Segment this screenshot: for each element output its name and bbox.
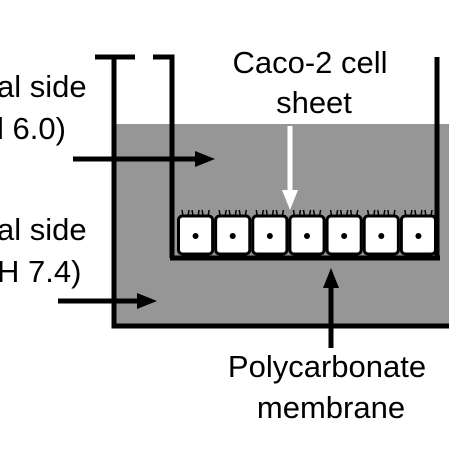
microvillus xyxy=(191,209,194,217)
microvillus xyxy=(345,209,349,217)
microvillus xyxy=(292,209,296,217)
microvillus xyxy=(393,209,396,217)
membrane-label-line1: Polycarbonate xyxy=(228,349,426,384)
cell xyxy=(214,209,252,256)
nucleus xyxy=(304,233,310,239)
microvillus xyxy=(420,209,423,217)
microvillus xyxy=(355,209,359,217)
nucleus xyxy=(341,233,348,239)
nucleus xyxy=(266,233,273,239)
microvillus xyxy=(366,209,370,217)
apical-arrow xyxy=(73,151,215,167)
microvillus xyxy=(224,209,227,217)
nucleus xyxy=(229,233,236,239)
microvillus xyxy=(197,209,200,217)
caco2-cell-sheet xyxy=(177,209,438,256)
microvillus xyxy=(373,209,376,217)
cell-sheet-arrow xyxy=(282,126,298,210)
microvillus xyxy=(298,209,302,217)
basolateral-arrow xyxy=(58,293,157,309)
nucleus xyxy=(192,233,199,239)
nucleus xyxy=(378,233,385,239)
cell xyxy=(362,209,400,256)
microvillus xyxy=(404,209,407,217)
basolateral-ph-label: H 7.4) xyxy=(0,254,81,289)
microvillus xyxy=(271,209,275,217)
microvillus xyxy=(238,209,241,217)
outer-well-wall xyxy=(95,54,449,329)
apical-side-label: al side xyxy=(0,69,87,104)
microvillus xyxy=(255,209,259,217)
microvillus xyxy=(228,209,231,217)
microvillus xyxy=(318,209,322,217)
microvillus xyxy=(377,209,380,217)
cell-sheet-label-line2: sheet xyxy=(276,85,352,120)
microvillus xyxy=(312,209,316,217)
microvillus xyxy=(414,209,417,217)
microvillus xyxy=(349,209,353,217)
microvillus xyxy=(387,209,390,217)
basolateral-side-label: al side xyxy=(0,212,87,247)
microvillus xyxy=(244,209,248,217)
microvillus xyxy=(302,209,306,217)
microvillus xyxy=(265,209,269,217)
cell xyxy=(251,209,289,256)
cell xyxy=(288,209,326,256)
nucleus xyxy=(415,233,422,239)
cell xyxy=(399,209,438,256)
microvillus xyxy=(410,209,413,217)
apical-ph-label: l 6.0) xyxy=(0,111,66,146)
microvillus xyxy=(207,209,210,217)
microvillus xyxy=(234,209,237,217)
membrane-arrow xyxy=(323,268,339,348)
microvillus xyxy=(329,209,333,217)
microvillus xyxy=(275,209,279,217)
cell xyxy=(177,209,215,256)
microvillus xyxy=(218,209,221,217)
microvillus xyxy=(187,209,190,217)
microvillus xyxy=(201,209,204,217)
membrane-label-line2: membrane xyxy=(257,390,405,425)
microvillus xyxy=(261,209,265,217)
microvillus xyxy=(308,209,312,217)
microvillus xyxy=(424,209,427,217)
cell xyxy=(325,209,363,256)
cell-sheet-label-line1: Caco-2 cell xyxy=(232,45,387,80)
microvillus xyxy=(335,209,339,217)
microvillus xyxy=(430,209,433,217)
microvillus xyxy=(339,209,343,217)
microvillus xyxy=(181,209,184,217)
microvillus xyxy=(281,209,285,217)
microvillus xyxy=(383,209,386,217)
